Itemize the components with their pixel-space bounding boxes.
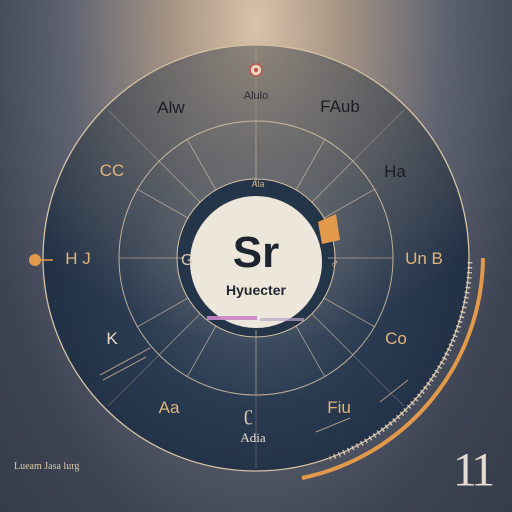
label-left-lower: K — [106, 329, 118, 348]
label-right-upper: Ha — [384, 162, 406, 181]
pink-scribble — [207, 316, 257, 320]
label-top-left: Alw — [157, 98, 185, 117]
outer-ring — [42, 44, 470, 472]
label-bottom: Adia — [240, 430, 266, 445]
label-left-upper: CC — [99, 161, 125, 180]
orange-flag — [318, 214, 340, 244]
label-left: H J — [65, 249, 91, 268]
inner-label-top: Ala — [251, 179, 265, 189]
label-top-right: FAub — [320, 97, 360, 116]
right-inner-glyph: ♂ — [330, 257, 339, 271]
bottom-inner-glyph: ʗ — [244, 403, 253, 425]
label-bottom-right: Fiu — [327, 398, 351, 417]
label-right: Un B — [405, 249, 443, 268]
element-symbol: Sr — [232, 228, 280, 277]
top-marker-dot — [254, 68, 258, 72]
left-inner-glyph: G — [181, 252, 193, 269]
inner-ticks — [177, 179, 335, 337]
lavender-scribble — [260, 318, 304, 321]
radial-spokes — [119, 121, 393, 395]
label-right-lower: Co — [385, 329, 407, 348]
left-scribble — [99, 347, 151, 381]
outer-spokes — [107, 48, 405, 468]
label-bottom-left: Aa — [158, 398, 180, 417]
left-dot — [29, 254, 41, 266]
right-scribble — [315, 379, 409, 433]
footer-caption: Lueam Jasa lurg — [14, 461, 80, 472]
element-name: Hyuecter — [226, 282, 286, 298]
tick-arc — [329, 261, 473, 461]
orange-arc — [301, 257, 485, 480]
atomic-number: 11 — [452, 443, 495, 497]
center-disc — [190, 196, 322, 328]
label-top: Alulo — [243, 90, 269, 102]
